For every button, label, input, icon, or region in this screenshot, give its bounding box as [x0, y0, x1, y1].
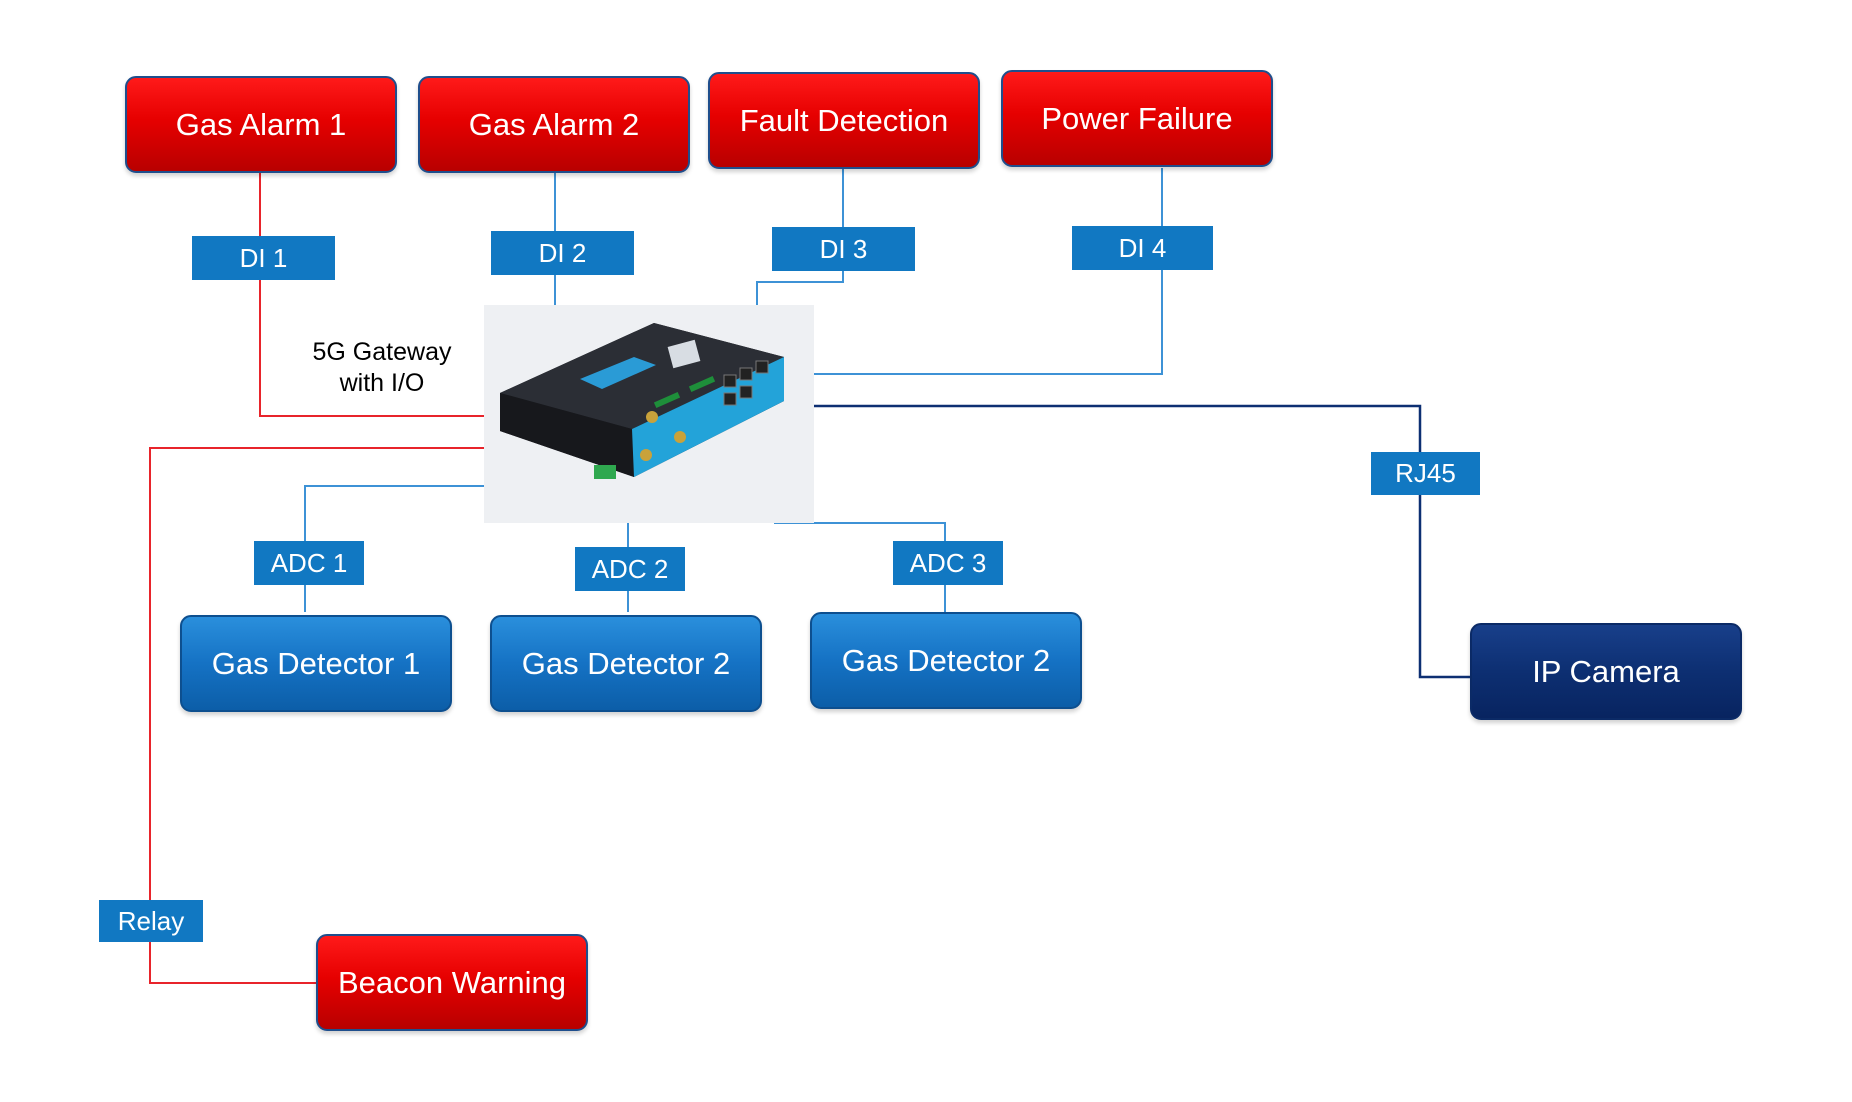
- gas-alarm-2-box: Gas Alarm 2: [418, 76, 690, 173]
- gas-alarm-1-box: Gas Alarm 1: [125, 76, 397, 173]
- gateway-device-image: [484, 305, 814, 523]
- di2-tag: DI 2: [491, 231, 634, 275]
- line-relay: [149, 447, 484, 984]
- adc2-tag: ADC 2: [575, 547, 685, 591]
- beacon-warning-box: Beacon Warning: [316, 934, 588, 1031]
- adc3-tag: ADC 3: [893, 541, 1003, 585]
- router-icon: [500, 323, 784, 479]
- gateway-caption-line1: 5G Gateway: [312, 338, 452, 366]
- relay-tag: Relay: [99, 900, 203, 942]
- gateway-caption: 5G Gateway with I/O: [292, 337, 472, 399]
- adc1-tag: ADC 1: [254, 541, 364, 585]
- gas-detector-2-box: Gas Detector 2: [490, 615, 762, 712]
- ip-camera-box: IP Camera: [1470, 623, 1742, 720]
- di1-tag: DI 1: [192, 236, 335, 280]
- line-rj45: [806, 404, 1470, 679]
- power-failure-box: Power Failure: [1001, 70, 1273, 167]
- gas-detector-1-box: Gas Detector 1: [180, 615, 452, 712]
- gateway-caption-line2: with I/O: [339, 369, 425, 397]
- gas-detector-3-box: Gas Detector 2: [810, 612, 1082, 709]
- di3-tag: DI 3: [772, 227, 915, 271]
- rj45-tag: RJ45: [1371, 452, 1480, 495]
- fault-detection-box: Fault Detection: [708, 72, 980, 169]
- line-di4: [806, 168, 1163, 375]
- di4-tag: DI 4: [1072, 226, 1213, 270]
